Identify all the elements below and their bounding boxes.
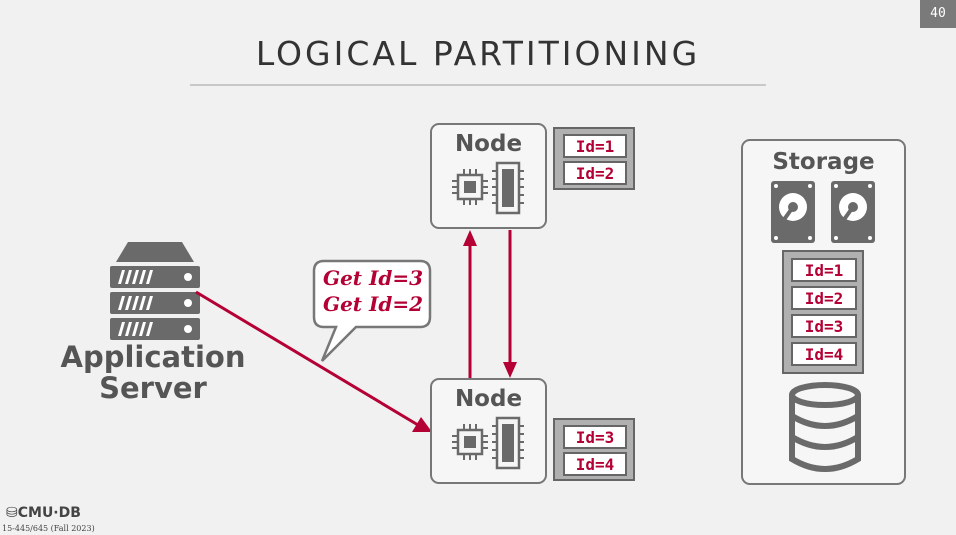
storage-record-id-1: Id=1 (791, 258, 857, 282)
request-line-2: Get Id=2 (322, 292, 424, 316)
node-bottom-label: Node (454, 386, 523, 412)
record-id-1: Id=1 (563, 134, 627, 158)
logo-text: CMU·DB (17, 505, 81, 521)
memory-icon (492, 161, 524, 215)
database-icon (789, 382, 861, 472)
application-server-label: Application Server (60, 342, 246, 404)
record-id-3: Id=3 (563, 425, 627, 449)
cpu-icon (452, 424, 488, 460)
request-arrow-line (195, 290, 419, 427)
node-top-records: Id=1 Id=2 (553, 127, 635, 190)
up-arrowhead (463, 230, 477, 246)
title-underline (190, 84, 766, 86)
page-number: 40 (920, 0, 956, 28)
node-top-label: Node (454, 131, 523, 157)
course-label: 15-445/645 (Fall 2023) (2, 524, 95, 533)
storage-record-id-4: Id=4 (791, 342, 857, 366)
record-id-4: Id=4 (563, 452, 627, 476)
hard-drive-icon (831, 181, 875, 243)
database-icon: ⛁ (6, 505, 18, 521)
storage-record-id-3: Id=3 (791, 314, 857, 338)
node-top: Node (430, 123, 547, 229)
storage-label: Storage (772, 149, 875, 175)
storage-records: Id=1 Id=2 Id=3 Id=4 (782, 250, 864, 374)
storage-box: Storage Id=1 Id=2 Id=3 Id=4 (741, 139, 906, 485)
app-server-label-line1: Application (60, 340, 246, 374)
node-bottom: Node (430, 378, 547, 484)
node-bottom-records: Id=3 Id=4 (553, 418, 635, 481)
app-server-label-line2: Server (99, 371, 207, 405)
request-line-1: Get Id=3 (322, 266, 424, 290)
cmu-db-logo: ⛁CMU·DB (6, 505, 81, 521)
request-arrowhead (412, 417, 432, 432)
slide-title: LOGICAL PARTITIONING (255, 34, 701, 73)
cpu-icon (452, 169, 488, 205)
hard-drive-icon (771, 181, 815, 243)
request-text: Get Id=3 Get Id=2 (314, 265, 432, 317)
down-arrowhead (503, 362, 517, 378)
server-rack-icon (110, 242, 200, 340)
memory-icon (492, 416, 524, 470)
record-id-2: Id=2 (563, 161, 627, 185)
storage-record-id-2: Id=2 (791, 286, 857, 310)
request-speech-bubble (312, 259, 432, 362)
